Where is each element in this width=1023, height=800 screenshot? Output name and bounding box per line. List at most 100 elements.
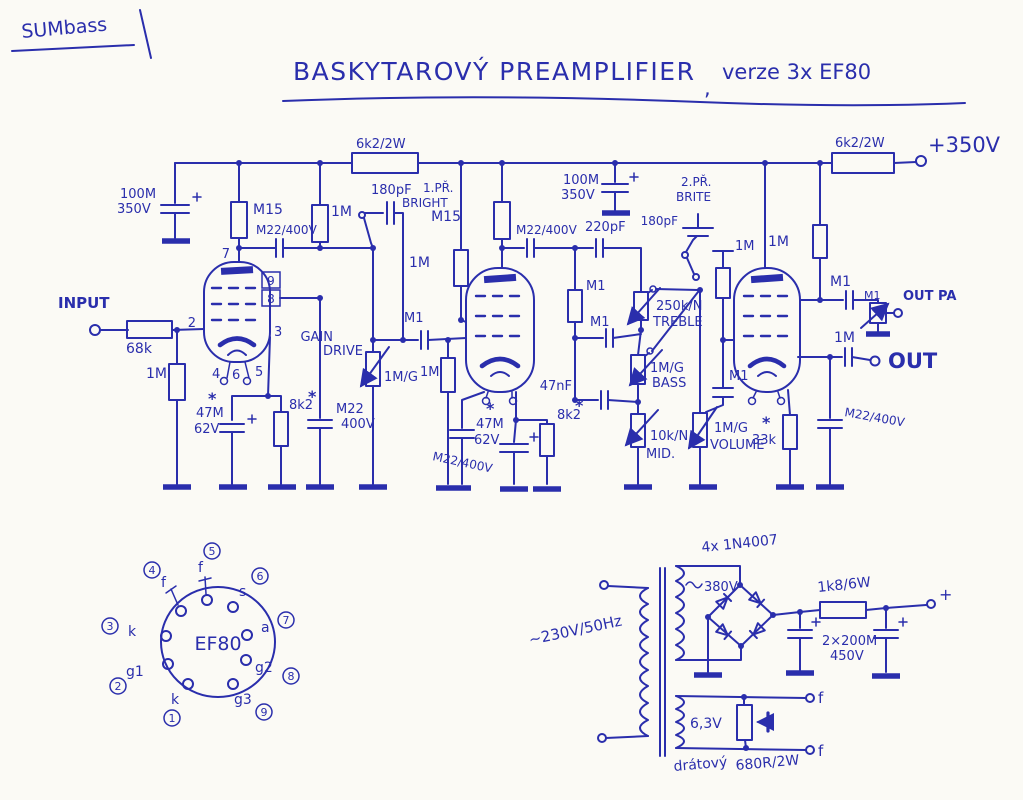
pin-num-9: 9: [261, 706, 268, 719]
label-1k8: 1k8/6W: [817, 574, 872, 596]
label-220pf: 220pF: [585, 220, 626, 235]
pin-label-g1: g1: [126, 664, 144, 680]
resistor-33k: [782, 414, 798, 450]
pin-label-k3: k: [128, 624, 137, 640]
filter-capacitors: [787, 629, 899, 639]
resistor-8k2-2: [539, 423, 555, 457]
star-33k: *: [762, 413, 771, 432]
treble-pot-pin: [649, 285, 657, 293]
label-out: OUT: [888, 349, 938, 373]
label-1m-input: 1M: [146, 366, 167, 382]
pin-label-f4: f: [161, 575, 167, 591]
signature-underline: [11, 44, 135, 52]
label-180pf-2: 180pF: [641, 214, 679, 228]
label-mid-value: 10k/N: [650, 429, 688, 444]
label-62v-2: 62V: [474, 433, 500, 448]
label-bplus: +350V: [928, 133, 1001, 157]
diode-2: [748, 591, 766, 609]
label-bass: BASS: [652, 376, 686, 391]
socket-circle: [160, 586, 276, 698]
pin-num-2: 2: [115, 680, 122, 693]
tube1-anode: [220, 266, 254, 275]
title-block: BASKYTAROVÝ PREAMPLIFIER , verze 3x EF80: [282, 57, 966, 107]
pin-num-6: 6: [257, 570, 264, 583]
star-8k2-2: *: [575, 396, 584, 415]
label-47m-2: 47M: [476, 417, 504, 432]
tube1-cathode-arc: [227, 349, 247, 356]
volume-pot: [692, 412, 708, 448]
diode-4: [748, 622, 766, 640]
out-terminal: [869, 355, 881, 367]
label-1m-rail1: 1M: [331, 204, 352, 220]
label-100m-2: 100M: [563, 173, 599, 188]
resistor-1m-grid2: [440, 357, 456, 393]
label-m15-2: M15: [431, 209, 461, 225]
tube1-pin6: 6: [232, 368, 240, 383]
resistor-m15-2: [493, 201, 511, 240]
tube1-pin4: 4: [212, 367, 220, 382]
label-gain2: DRIVE: [323, 344, 363, 359]
transformer-core: [659, 567, 666, 757]
tube1-pin9: 9: [267, 274, 275, 288]
label-47nf: 47nF: [540, 379, 572, 394]
ac-squiggle: [685, 581, 703, 589]
label-f-top: f: [818, 689, 824, 707]
resistor-1m-grid3: [715, 267, 731, 299]
pin-num-3: 3: [107, 620, 114, 633]
mains-terminal-top: [599, 580, 609, 590]
label-m1-tone-r: M1: [586, 279, 606, 294]
pin-num-1: 1: [169, 712, 176, 725]
heater-terminal-top: [805, 693, 815, 703]
label-1m-out2: 1M: [834, 330, 855, 346]
tube1-pin8-box: [261, 289, 281, 307]
title-version: verze 3x EF80: [722, 60, 871, 84]
resistor-68k: [126, 320, 173, 339]
heater-terminal-bottom: [805, 745, 815, 755]
pin-numbers: 4 5 6 7 8 9 1 2 3: [101, 542, 300, 727]
brite2-switch-contact2: [681, 251, 689, 259]
signature-block: SUMbass: [11, 9, 152, 59]
stage1-grounds: [162, 238, 471, 491]
pin-label-s6: s: [239, 584, 246, 600]
tube3-cathode-arc: [757, 371, 777, 377]
tube3: [733, 267, 801, 406]
label-400v-1: 400V: [341, 417, 375, 432]
label-filter-caps: 2×200M: [822, 634, 877, 649]
stage2-capacitors: [449, 183, 629, 453]
tube3-envelope: [733, 267, 801, 393]
label-68k: 68k: [126, 341, 153, 357]
star-8k2-1: *: [308, 387, 317, 406]
mains-wires: [605, 585, 649, 739]
label-350v-2: 350V: [561, 188, 595, 203]
label-6k2-left: 6k2/2W: [356, 137, 406, 152]
diode-1: [715, 592, 733, 610]
label-m1-tone-c: M1: [590, 315, 610, 330]
label-m22-400-3: M22/400V: [843, 405, 906, 429]
label-8k2-1: 8k2: [289, 398, 313, 413]
pin-num-5: 5: [209, 545, 216, 558]
pin-label-f5: f: [198, 560, 204, 576]
label-gain-value: 1M/G: [384, 370, 418, 385]
label-brite2-line2: BRITE: [676, 190, 711, 204]
star-47m-2: *: [486, 399, 495, 418]
star-47m-1: *: [208, 389, 217, 408]
label-treble: TREBLE: [652, 315, 703, 330]
volume-pot-wiper: [687, 406, 718, 450]
ef80-pinout: EF80 f f s a g2 g3 k g1 k 4 5 6 7 8 9 1 …: [101, 542, 300, 727]
tube3-cathode: [747, 356, 787, 369]
secondary-heater-winding: [675, 695, 685, 749]
stage2-grounds: [500, 210, 630, 492]
tube2-envelope: [465, 267, 535, 393]
polarity-plus-marks-psu: [811, 617, 908, 627]
resistor-1k8: [819, 601, 867, 619]
label-m22-1: M22: [336, 402, 364, 417]
pin-label-k1: k: [171, 692, 180, 708]
power-supply: ~230V/50Hz 4x 1N4007 380V 1k8/6W 2×200M …: [527, 532, 952, 775]
label-treble-value: 250k/N: [656, 299, 702, 314]
diode-3: [715, 623, 733, 641]
label-180pf-1: 180pF: [371, 183, 412, 198]
tube2-anode: [483, 273, 517, 284]
pin-num-7: 7: [283, 614, 290, 627]
